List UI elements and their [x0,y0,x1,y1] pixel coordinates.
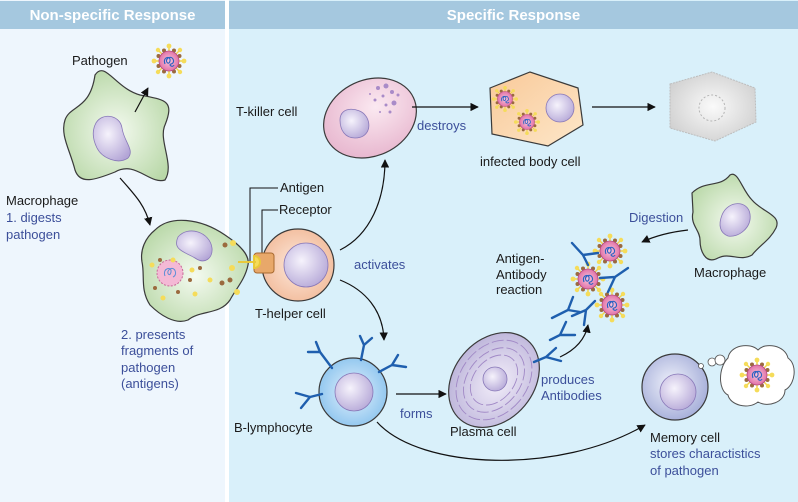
label-memory-line1: stores charactistics [650,446,761,461]
specific-header: Specific Response [229,1,798,29]
label-b-lymphocyte: B-lymphocyte [234,420,313,435]
label-produces-line1: produces [541,372,595,387]
label-forms: forms [400,406,433,421]
antigen-virus-3 [593,286,631,324]
antigen-leader [249,187,278,262]
antibody-cluster [548,241,630,342]
label-antigen: Antigen [280,180,325,195]
arrow-to-present [119,177,153,226]
destroyed-cell [669,71,757,142]
macrophage-presenting [140,219,249,322]
antigen-shape [238,254,261,270]
label-step2-line3: pathogen [121,360,176,375]
label-step1-line2: pathogen [6,227,61,242]
antigen-virus-1 [591,232,629,270]
arrow-activates-killer [339,159,390,251]
label-plasma-cell: Plasma cell [450,424,517,439]
label-infected-cell: infected body cell [480,154,581,169]
label-macrophage-left: Macrophage [6,193,79,208]
label-step2-line4: (antigens) [121,376,179,391]
label-produces-line2: Antibodies [541,388,602,403]
label-memory-line2: of pathogen [650,463,719,478]
label-receptor: Receptor [279,202,332,217]
digested-pathogen [156,259,184,287]
t-killer-cell [323,77,417,159]
label-aa-line2: Antibody [496,267,547,282]
label-digestion: Digestion [629,210,684,225]
arrow-to-memory [376,421,646,461]
label-step2-line2: fragments of [121,343,194,358]
label-aa-line3: reaction [496,282,543,297]
label-t-helper: T-helper cell [255,306,326,321]
arrow-produces [559,324,591,358]
arrow-release [134,87,149,113]
label-memory-cell: Memory cell [650,430,721,445]
nonspecific-header: Non-specific Response [0,1,225,29]
label-step2-line1: 2. presents [121,327,186,342]
label-t-killer: T-killer cell [236,104,298,119]
pathogen-icon [150,42,188,80]
label-activates: activates [354,257,406,272]
label-step1-line1: 1. digests [6,210,62,225]
label-aa-line1: Antigen- [496,251,545,266]
macrophage-top-nucleus [92,115,131,162]
label-pathogen: Pathogen [72,53,128,68]
arrow-activates-b [339,279,388,341]
memory-pathogen-icon [738,356,776,394]
presenting-nucleus [176,230,213,262]
label-macrophage-right: Macrophage [694,265,767,280]
label-destroys: destroys [417,118,467,133]
arrow-digestion [641,229,689,243]
b-cell-antibodies [294,334,408,410]
receptor-leader [261,209,278,255]
